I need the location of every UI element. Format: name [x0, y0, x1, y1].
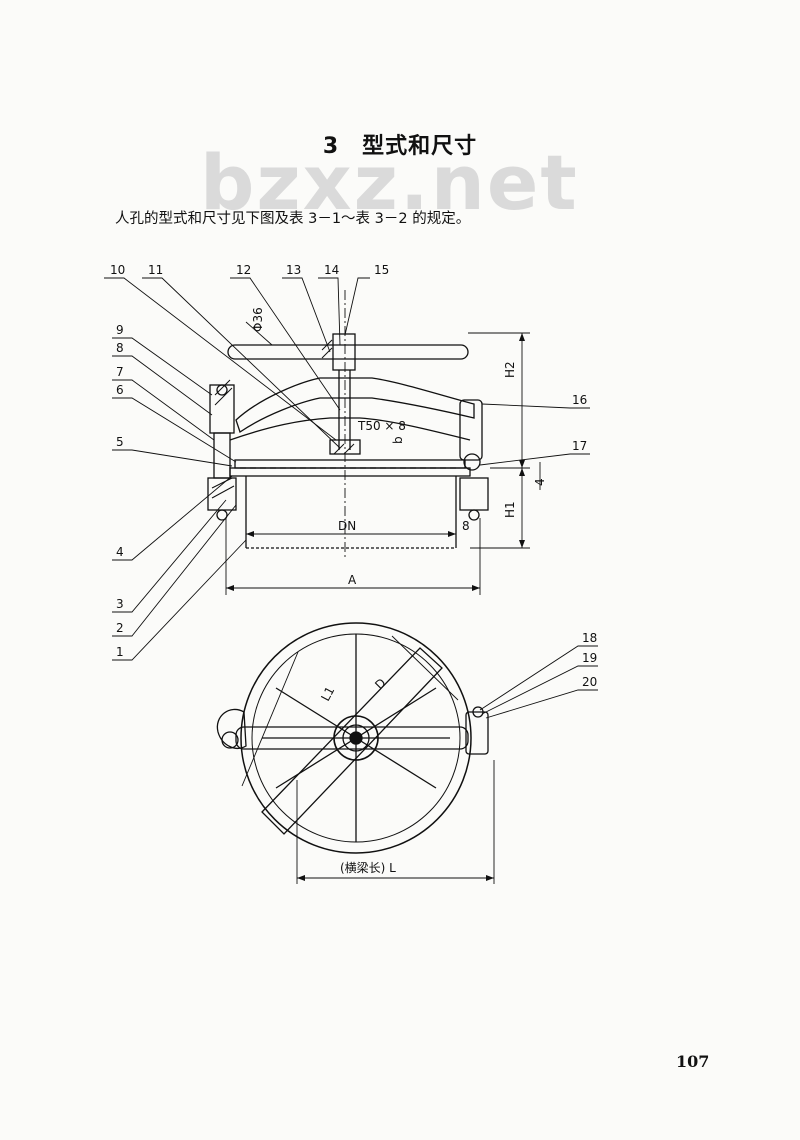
d-label: D: [372, 676, 388, 692]
b-label: b: [391, 436, 405, 444]
callout-3: 3: [116, 597, 124, 611]
cover-plate: [234, 459, 466, 469]
gap4-label: 4: [533, 478, 547, 486]
plan-hub: [333, 715, 379, 761]
plan-view: [216, 622, 598, 884]
intro-paragraph: 人孔的型式和尺寸见下图及表 3－1～表 3－2 的规定。: [115, 211, 471, 227]
dn-label: DN: [338, 519, 356, 533]
left-bolt-upper: [209, 384, 235, 434]
beam-length-label: (横梁长) L: [340, 860, 396, 875]
plan-handwheel: [235, 726, 469, 750]
plan-crossbeam: [261, 647, 443, 835]
callout-19: 19: [582, 651, 597, 665]
callout-16: 16: [572, 393, 587, 407]
right-hinge: [459, 399, 483, 461]
right-hinge-plan: [465, 711, 489, 755]
callout-10: 10: [110, 263, 125, 277]
callout-18: 18: [582, 631, 597, 645]
callout-17: 17: [572, 439, 587, 453]
handwheel: [227, 344, 469, 360]
callout-14: 14: [324, 263, 339, 277]
callout-7: 7: [116, 365, 124, 379]
callout-6: 6: [116, 383, 124, 397]
cover-outline: [240, 622, 472, 854]
a-label: A: [348, 573, 357, 587]
callout-5: 5: [116, 435, 124, 449]
callout-8: 8: [116, 341, 124, 355]
handwheel-hub: [332, 333, 356, 371]
side-view-leaders: [104, 277, 590, 661]
callout-12: 12: [236, 263, 251, 277]
drawing-labels: 10 11 12 13 14 15 9 8 7 6 5 4 3 2 1 16 1…: [110, 263, 597, 875]
callout-20: 20: [582, 675, 597, 689]
watermark: bzxz.net: [200, 138, 579, 227]
section-heading: 3 型式和尺寸: [322, 134, 478, 159]
callout-9: 9: [116, 323, 124, 337]
left-lug: [216, 708, 247, 749]
side-view: [104, 277, 590, 661]
callout-15: 15: [374, 263, 389, 277]
callout-4: 4: [116, 545, 124, 559]
callout-2: 2: [116, 621, 124, 635]
callout-11: 11: [148, 263, 163, 277]
phi36-label: Φ36: [251, 307, 265, 332]
page-number: 107: [676, 1052, 710, 1071]
crossbeam: [235, 377, 475, 434]
callout-1: 1: [116, 645, 124, 659]
h1-label: H1: [503, 501, 517, 518]
thread-label: T50 × 8: [357, 419, 406, 433]
h2-label: H2: [503, 361, 517, 378]
callout-13: 13: [286, 263, 301, 277]
gap8-label: 8: [462, 519, 470, 533]
l1-label: L1: [318, 684, 337, 703]
